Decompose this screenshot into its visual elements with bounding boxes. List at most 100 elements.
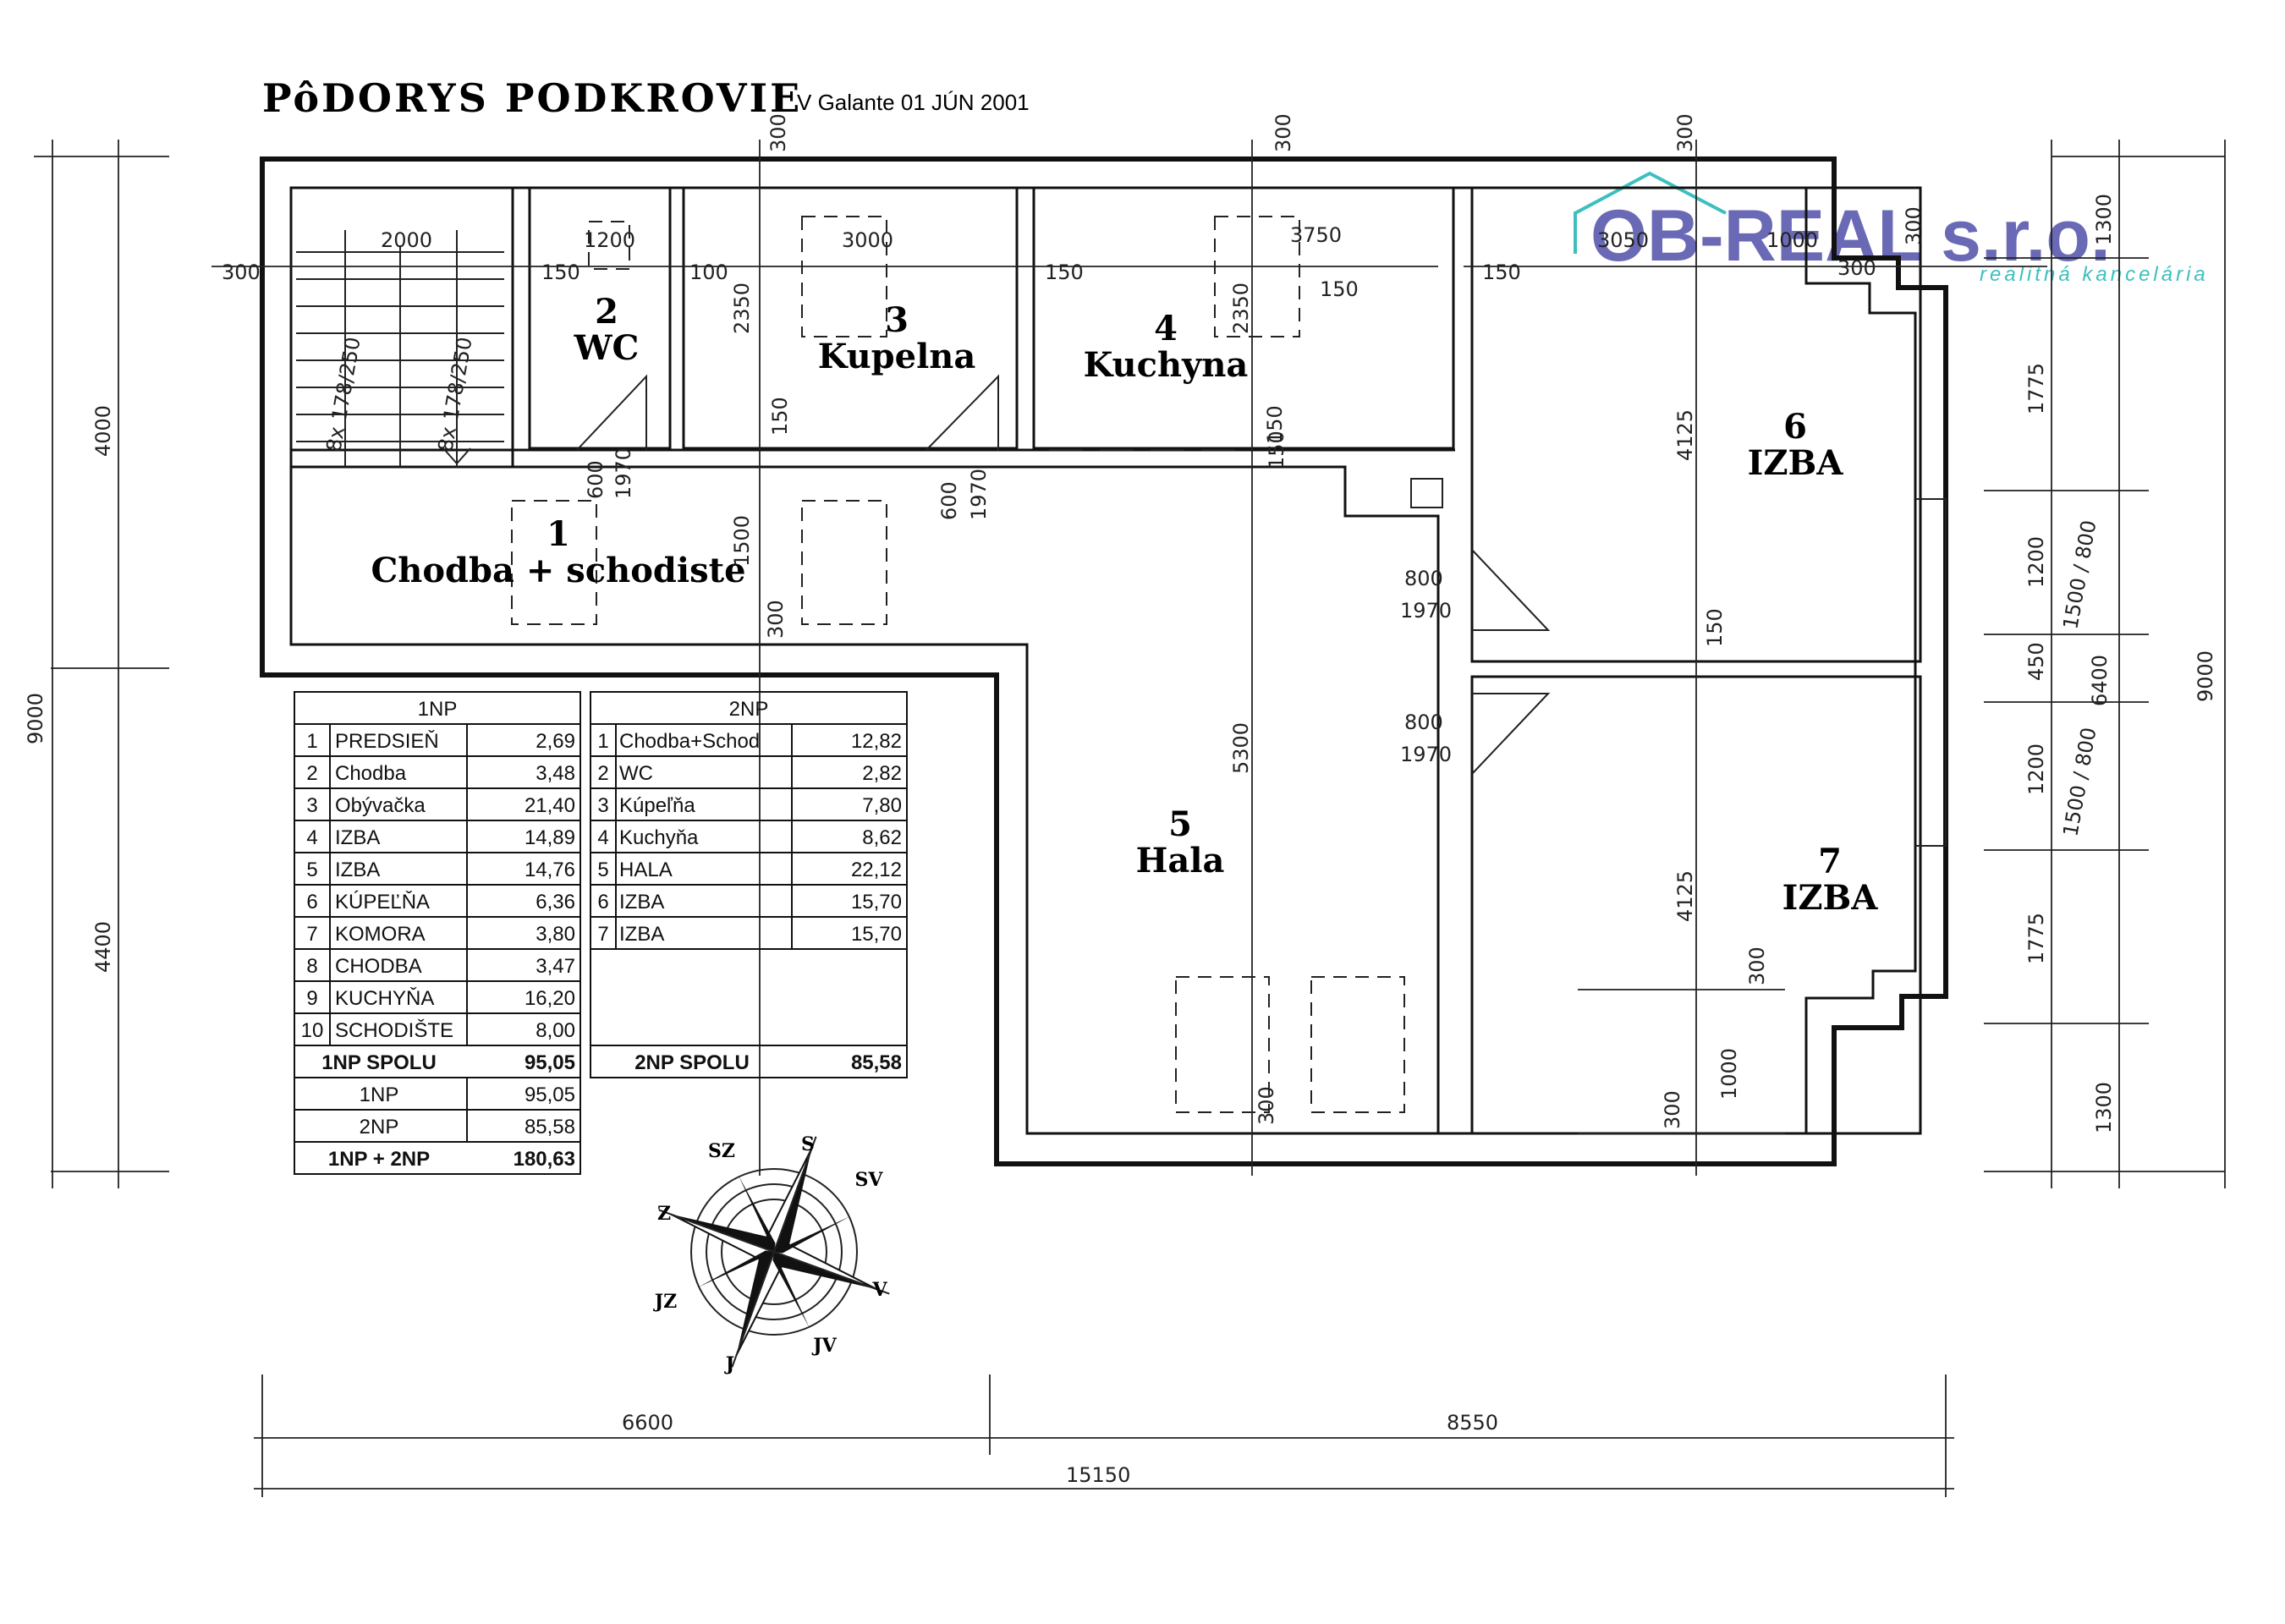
dim-top-2: 300 [1272, 113, 1295, 152]
summary-1np-label: 1NP [360, 1084, 399, 1106]
table_2np-cell: 6 [597, 891, 608, 914]
table_2np-cell: 1 [597, 730, 608, 753]
compass-nw: SZ [708, 1140, 735, 1162]
room-4-number: 4 [1154, 309, 1178, 348]
room-2-number: 2 [595, 292, 618, 332]
compass-s: J [724, 1353, 734, 1375]
table_1np-cell: 14,89 [525, 826, 575, 849]
table_1np-cell: 8,00 [536, 1019, 575, 1042]
compass-e: V [871, 1279, 887, 1301]
dim-right-1200-bottom: 1200 [2024, 743, 2048, 795]
table_2np-cell: 15,70 [851, 891, 902, 914]
table_1np-cell: Obývačka [335, 794, 426, 817]
dim-300-d: 300 [1745, 946, 1769, 985]
plan-title: PôDORYS PODKROVIE [262, 75, 802, 121]
table_1np-cell: 6,36 [536, 891, 575, 914]
table_2np-cell: 12,82 [851, 730, 902, 753]
dim-300-c: 300 [1661, 1090, 1684, 1129]
table_2np-cell: 15,70 [851, 923, 902, 946]
dim-bottom-15150: 15150 [1066, 1463, 1130, 1487]
table_2np-cell: IZBA [619, 923, 664, 946]
table_1np-cell: IZBA [335, 859, 380, 881]
table_2np-cell: IZBA [619, 891, 664, 914]
dim-wall-1: 150 [541, 261, 580, 284]
table_1np-cell: 4 [306, 826, 317, 849]
table-2np-total-label: 2NP SPOLU [634, 1051, 750, 1074]
table_1np-cell: 10 [301, 1019, 324, 1042]
staircase: 2000 8x 178/250 8x 178/250 [296, 228, 504, 467]
room-1-name: Chodba + schodiste [371, 551, 745, 590]
table-2np-total: 85,58 [851, 1051, 902, 1074]
doors [576, 374, 1551, 775]
dim-1000: 1000 [1717, 1048, 1741, 1100]
dim-300-a: 300 [764, 600, 788, 639]
room-5-name: Hala [1136, 841, 1225, 881]
compass-star-icon [658, 1136, 890, 1368]
table-2np-header: 2NP [729, 698, 769, 721]
dim-right-window-top: 1500 / 800 [2058, 518, 2101, 631]
dim-door-7-w: 800 [1404, 710, 1443, 734]
room-7-number: 7 [1818, 842, 1842, 881]
dim-right-1300-bottom: 1300 [2092, 1082, 2116, 1133]
dim-wall-3: 150 [1482, 261, 1521, 284]
table_1np-cell: 7 [306, 923, 317, 946]
table_1np-cell: 21,40 [525, 794, 575, 817]
stairs-rise-right-label: 8x 178/250 [433, 335, 476, 453]
table_1np-cell: 14,76 [525, 859, 575, 881]
table_1np-cell: 3,47 [536, 955, 575, 978]
dim-door-bath-h: 1970 [967, 469, 991, 520]
outer-walls [260, 156, 1948, 1166]
skylights [511, 216, 1405, 1113]
table_1np-cell: CHODBA [335, 955, 422, 978]
dim-bath-width: 3000 [842, 228, 893, 252]
dim-room6-width: 3050 [1597, 228, 1649, 252]
stairs-rise-left-label: 8x 178/250 [321, 335, 365, 453]
table_1np-cell: 2,69 [536, 730, 575, 753]
compass-ne: SV [855, 1169, 884, 1191]
dim-right-1200-top: 1200 [2024, 536, 2048, 588]
dim-right-9000: 9000 [2194, 650, 2217, 702]
compass-se: JV [811, 1335, 837, 1357]
table_2np-cell: 4 [597, 826, 608, 849]
dim-door-bath-w: 600 [937, 481, 961, 520]
table_1np-cell: Chodba [335, 762, 407, 785]
table_1np-cell: 3,80 [536, 923, 575, 946]
dim-bath-depth: 2350 [730, 283, 754, 334]
dim-top-4: 300 [1902, 206, 1925, 245]
dim-door-7-h: 1970 [1400, 743, 1452, 766]
room-labels: 1 Chodba + schodiste 2 WC 3 Kupelna 4 Ku… [371, 292, 1878, 918]
dim-150-b: 150 [1263, 405, 1287, 444]
table_1np-cell: KÚPEĽŇA [335, 891, 430, 914]
table_1np-cell: 8 [306, 955, 317, 978]
table_1np-cell: 3 [306, 794, 317, 817]
room-4-name: Kuchyna [1084, 345, 1249, 385]
dim-wall-5: 150 [1320, 277, 1359, 301]
dim-right-1775-top: 1775 [2024, 363, 2048, 414]
dim-300-b: 300 [1255, 1086, 1278, 1125]
table_2np-cell: 2,82 [862, 762, 902, 785]
dim-left-4000: 4000 [91, 405, 115, 457]
dim-right-6400: 6400 [2088, 655, 2112, 706]
dim-wc-width: 1200 [584, 228, 635, 252]
room-2-name: WC [574, 328, 640, 368]
dim-corridor-depth: 1500 [730, 515, 754, 567]
table_2np-cell: 3 [597, 794, 608, 817]
dim-door-6-h: 1970 [1400, 599, 1452, 623]
dim-bottom-6600: 6600 [622, 1411, 673, 1435]
table_2np-cell: 7,80 [862, 794, 902, 817]
room-3-name: Kupelna [818, 337, 976, 376]
dim-right-window-bottom: 1500 / 800 [2058, 726, 2101, 838]
compass-sw: JZ [653, 1291, 677, 1313]
table_1np-cell: 2 [306, 762, 317, 785]
company-logo: OB-REAL s.r.o. realitná kancelária [1574, 171, 2205, 286]
table_2np-cell: 2 [597, 762, 608, 785]
table_2np-cell: 7 [597, 923, 608, 946]
table_1np-cell: 3,48 [536, 762, 575, 785]
room-3-number: 3 [885, 300, 909, 340]
summary-2np-value: 85,58 [525, 1116, 575, 1138]
dim-door-wc-w: 600 [584, 460, 607, 499]
dim-kitchen-depth: 2350 [1229, 283, 1253, 334]
